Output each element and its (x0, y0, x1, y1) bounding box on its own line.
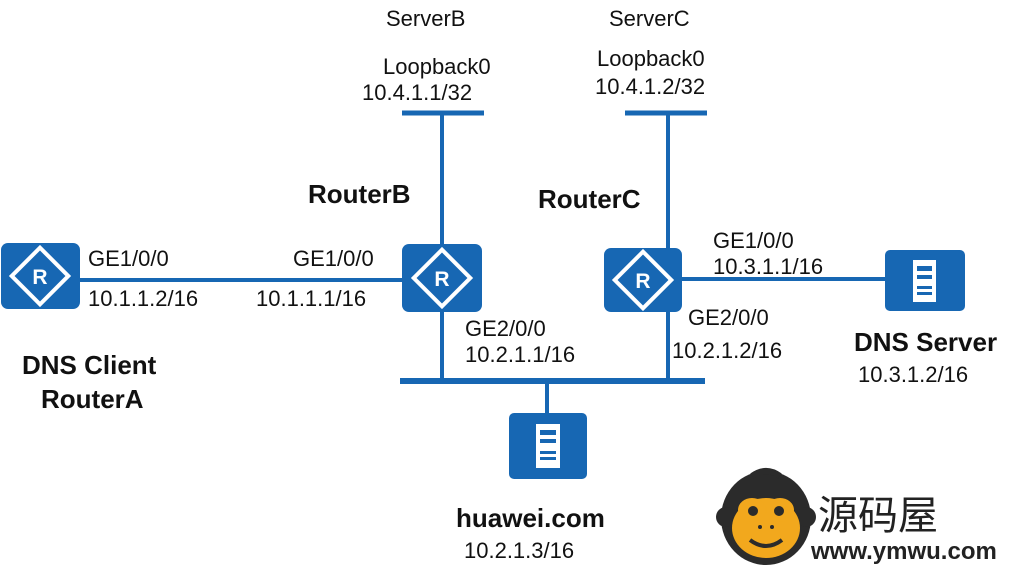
router-b-ip-left: 10.1.1.1/16 (256, 286, 367, 311)
web-server-name: huawei.com (456, 503, 605, 533)
web-server-ip: 10.2.1.3/16 (464, 538, 575, 563)
router-a-name-line2: RouterA (41, 384, 144, 414)
router-b-icon: R (402, 244, 482, 312)
links (80, 110, 885, 413)
router-c-name: RouterC (538, 184, 641, 214)
svg-text:R: R (434, 268, 449, 291)
watermark-logo-icon (716, 468, 816, 565)
router-c-icon: R (604, 248, 682, 312)
router-c-ip-down: 10.2.1.2/16 (672, 338, 783, 363)
svg-text:R: R (32, 266, 47, 289)
router-b-name: RouterB (308, 179, 411, 209)
server-b-name: ServerB (386, 6, 466, 31)
router-a-ip: 10.1.1.2/16 (88, 286, 199, 311)
server-c-iface: Loopback0 (597, 46, 705, 71)
server-b-ip: 10.4.1.1/32 (362, 80, 473, 105)
svg-text:R: R (635, 270, 650, 293)
router-b-iface-down: GE2/0/0 (465, 316, 546, 341)
router-b-iface-left: GE1/0/0 (293, 246, 374, 271)
router-b-ip-down: 10.2.1.1/16 (465, 342, 576, 367)
dns-server-icon (885, 250, 965, 311)
router-c-iface-down: GE2/0/0 (688, 305, 769, 330)
router-c-iface-right: GE1/0/0 (713, 228, 794, 253)
router-a-name-line1: DNS Client (22, 350, 157, 380)
server-b-iface: Loopback0 (383, 54, 491, 79)
router-a-iface: GE1/0/0 (88, 246, 169, 271)
web-server-icon (509, 413, 587, 479)
watermark-url: www.ymwu.com (811, 538, 997, 565)
server-c-name: ServerC (609, 6, 690, 31)
watermark-cn: 源码屋 (818, 493, 938, 539)
router-a-icon: R (1, 243, 80, 309)
router-c-ip-right: 10.3.1.1/16 (713, 254, 824, 279)
dns-server-ip: 10.3.1.2/16 (858, 362, 969, 387)
server-c-ip: 10.4.1.2/32 (595, 74, 706, 99)
dns-server-name: DNS Server (854, 327, 998, 357)
